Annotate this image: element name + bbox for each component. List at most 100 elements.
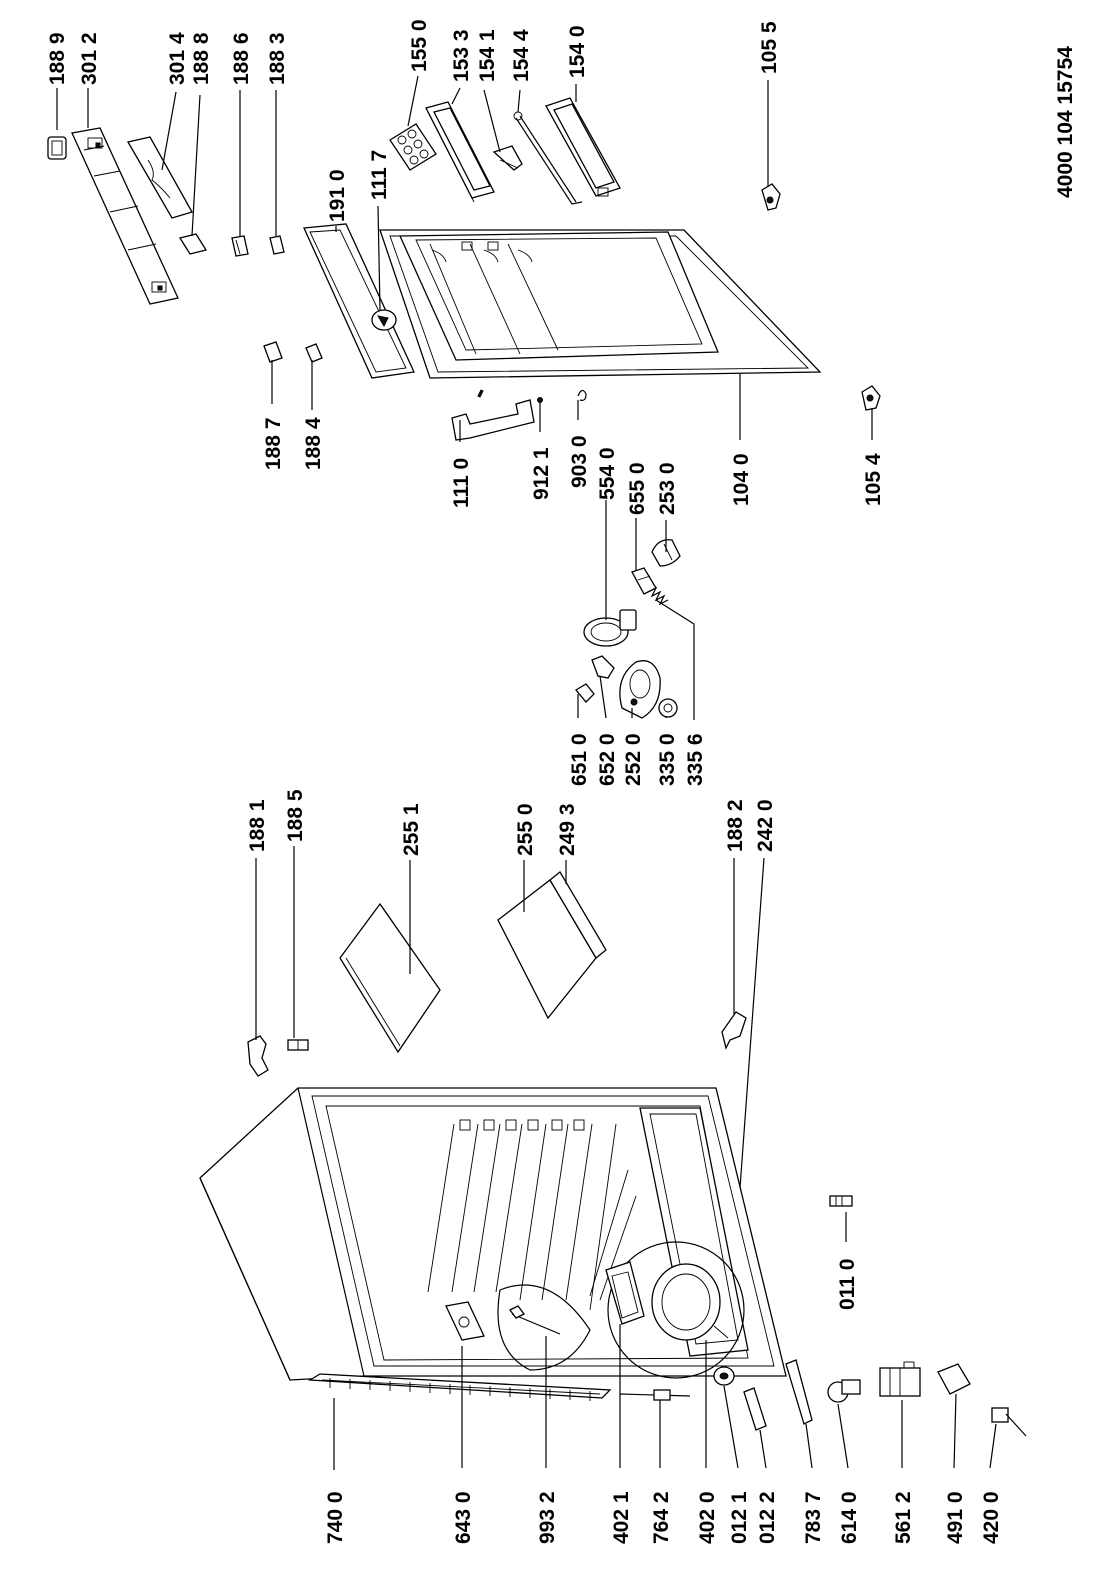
callout-249-3: 249 3 xyxy=(556,803,579,856)
part-253-0-knob-cover xyxy=(651,539,681,567)
callout-491-0: 491 0 xyxy=(944,1491,967,1544)
part-188-7-clip xyxy=(263,341,283,363)
callout-652-0: 652 0 xyxy=(596,733,619,786)
callout-105-4: 105 4 xyxy=(862,453,885,506)
callout-783-7: 783 7 xyxy=(802,1491,825,1544)
callout-012-2: 012 2 xyxy=(756,1491,779,1544)
callout-188-6: 188 6 xyxy=(230,32,253,85)
callout-111-7: 111 7 xyxy=(368,150,391,200)
callout-labels: 188 9 301 2 301 4 188 8 188 6 188 3 155 … xyxy=(46,19,1077,1544)
part-554-0-ring xyxy=(583,609,637,647)
part-491-0-cover xyxy=(937,1363,971,1395)
callout-105-5: 105 5 xyxy=(758,21,781,74)
part-652-0-bulb-holder xyxy=(591,655,615,679)
part-740-0-condenser xyxy=(307,1373,612,1401)
part-188-6-clip xyxy=(231,235,249,257)
callout-155-0: 155 0 xyxy=(408,19,431,72)
callout-253-0: 253 0 xyxy=(656,462,679,515)
callout-242-0: 242 0 xyxy=(754,799,777,852)
leader-lines xyxy=(56,75,997,1470)
callout-188-7: 188 7 xyxy=(262,417,285,470)
callout-554-0: 554 0 xyxy=(596,447,619,500)
part-420-0-capacitor xyxy=(991,1407,1027,1437)
callout-188-9: 188 9 xyxy=(46,32,69,85)
part-402-1-relay-box xyxy=(605,1261,645,1325)
callout-188-2: 188 2 xyxy=(724,799,747,852)
part-335-0-knob xyxy=(658,698,678,718)
part-783-7-rod xyxy=(785,1359,813,1425)
callout-111-0: 111 0 xyxy=(450,458,473,508)
callout-188-5: 188 5 xyxy=(284,789,307,842)
callout-651-0: 651 0 xyxy=(568,733,591,786)
callout-614-0: 614 0 xyxy=(838,1491,861,1544)
callout-301-2: 301 2 xyxy=(78,32,101,85)
part-301-4-logo-badge xyxy=(126,136,193,219)
part-255-0-glass-shelf xyxy=(497,879,597,1020)
part-912-1-screw xyxy=(537,397,543,403)
callout-188-4: 188 4 xyxy=(302,417,325,470)
part-111-0-handle xyxy=(451,399,535,441)
part-191-0-door-strip xyxy=(303,223,415,379)
part-764-2-tube xyxy=(619,1389,691,1401)
callout-255-1: 255 1 xyxy=(400,803,423,856)
callout-402-0: 402 0 xyxy=(696,1491,719,1544)
part-188-9-cap xyxy=(47,136,67,160)
callout-104-0: 104 0 xyxy=(730,453,753,506)
part-111-7-emblem xyxy=(371,309,397,331)
part-105-4-hinge xyxy=(861,385,881,411)
part-012-1-grommet xyxy=(713,1366,735,1386)
callout-191-0: 191 0 xyxy=(326,169,349,222)
part-153-3-door-shelf xyxy=(425,101,495,203)
callout-420-0: 420 0 xyxy=(980,1491,1003,1544)
callout-153-3: 153 3 xyxy=(450,29,473,82)
document-number: 4000 104 15754 xyxy=(1054,46,1077,198)
callout-255-0: 255 0 xyxy=(514,803,537,856)
part-903-0-clip xyxy=(577,389,587,401)
callout-252-0: 252 0 xyxy=(622,733,645,786)
callout-188-1: 188 1 xyxy=(246,799,269,852)
callout-154-1: 154 1 xyxy=(476,29,499,82)
part-188-3-clip xyxy=(269,235,285,255)
part-614-0-component xyxy=(827,1379,861,1403)
callout-993-2: 993 2 xyxy=(536,1491,559,1544)
part-154-0-door-shelf xyxy=(545,97,621,197)
part-188-8-plate xyxy=(178,233,208,255)
part-011-0-screw xyxy=(829,1195,853,1207)
callout-740-0: 740 0 xyxy=(324,1491,347,1544)
part-154-1-holder xyxy=(492,145,523,171)
part-651-0-socket xyxy=(575,683,595,703)
callout-012-1: 012 1 xyxy=(728,1491,751,1544)
callout-188-8: 188 8 xyxy=(190,32,213,85)
callout-903-0: 903 0 xyxy=(568,435,591,488)
part-249-3-shelf-trim xyxy=(549,871,607,959)
callout-643-0: 643 0 xyxy=(452,1491,475,1544)
part-402-0-compressor xyxy=(607,1241,745,1379)
part-104-0-door-panel xyxy=(379,229,822,379)
callout-561-2: 561 2 xyxy=(892,1491,915,1544)
part-188-4-clip xyxy=(305,343,323,363)
callout-402-1: 402 1 xyxy=(610,1491,633,1544)
callout-154-0: 154 0 xyxy=(566,25,589,78)
part-561-2-relay xyxy=(879,1361,921,1397)
part-012-2-sleeve xyxy=(743,1387,767,1431)
part-255-1-glass-shelf xyxy=(339,902,441,1054)
part-105-5-hinge xyxy=(761,183,781,211)
callout-188-3: 188 3 xyxy=(266,32,289,85)
part-small-pin xyxy=(477,389,484,398)
part-188-1-bracket xyxy=(247,1035,269,1077)
part-301-2-panel-strip xyxy=(71,127,179,305)
part-155-0-egg-tray xyxy=(389,123,437,171)
callout-764-2: 764 2 xyxy=(650,1491,673,1544)
part-188-2-bracket xyxy=(721,1011,747,1050)
callout-154-4: 154 4 xyxy=(510,29,533,82)
callout-335-0: 335 0 xyxy=(656,733,679,786)
part-643-0-bracket xyxy=(445,1301,485,1341)
part-188-5-pin xyxy=(287,1039,309,1051)
part-993-2-sensor xyxy=(497,1284,591,1371)
callout-335-6: 335 6 xyxy=(684,733,707,786)
callout-655-0: 655 0 xyxy=(626,462,649,515)
part-252-0-thermostat-housing xyxy=(619,660,661,719)
callout-011-0: 011 0 xyxy=(836,1259,859,1310)
callout-301-4: 301 4 xyxy=(166,32,189,85)
